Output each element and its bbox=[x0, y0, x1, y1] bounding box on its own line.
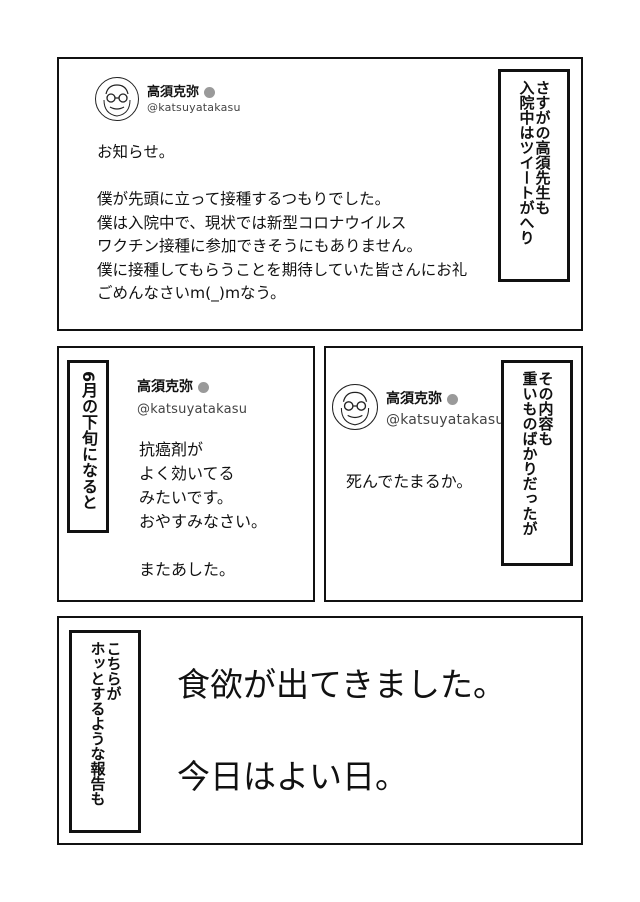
caption-line: 6月の下旬になると bbox=[79, 371, 98, 511]
panel-3: 高須克弥 @katsuyatakasu 死んでたまるか。 その内容も 重いものば… bbox=[324, 346, 583, 602]
tweet-line: みたいです。 bbox=[139, 488, 233, 507]
user-name: 高須克弥 bbox=[137, 376, 209, 396]
tweet-text: お知らせ。 僕が先頭に立って接種するつもりでした。 僕は入院中で、現状では新型コ… bbox=[97, 141, 467, 306]
face-icon bbox=[340, 391, 370, 426]
tweet-line: またあした。 bbox=[139, 560, 236, 579]
tweet-line: おやすみなさい。 bbox=[139, 512, 268, 531]
user-handle: @katsuyatakasu bbox=[147, 101, 241, 114]
user-name-text: 高須克弥 bbox=[147, 85, 200, 100]
caption-line: こちらが bbox=[104, 641, 123, 701]
badge-icon bbox=[198, 381, 209, 393]
big-text-line-2: 今日はよい日。 bbox=[177, 757, 408, 796]
caption-box: さすがの高須先生も 入院中はツイートがへり bbox=[498, 69, 570, 282]
panel-1: 高須克弥 @katsuyatakasu お知らせ。 僕が先頭に立って接種するつも… bbox=[57, 57, 583, 331]
big-text-line-1: 食欲が出てきました。 bbox=[177, 665, 507, 704]
caption-box: こちらが ホッとするような報告も bbox=[69, 630, 141, 833]
tweet-line: 僕に接種してもらうことを期待していた皆さんにお礼 bbox=[97, 260, 468, 279]
tweet-line: 抗癌剤が bbox=[139, 440, 204, 459]
tweet-text: 死んでたまるか。 bbox=[346, 470, 472, 494]
caption-line: 入院中はツイートがへり bbox=[517, 80, 536, 245]
user-name: 高須克弥 bbox=[386, 388, 458, 408]
user-name: 高須克弥 bbox=[147, 81, 216, 100]
tweet-line: よく効いてる bbox=[139, 464, 235, 483]
tweet-line: お知らせ。 bbox=[97, 143, 175, 161]
avatar bbox=[95, 77, 139, 121]
panel-4: こちらが ホッとするような報告も 食欲が出てきました。 今日はよい日。 bbox=[57, 616, 583, 845]
tweet-line: ごめんなさいm(_)mなう。 bbox=[97, 284, 286, 302]
tweet-line bbox=[97, 165, 467, 189]
user-name-text: 高須克弥 bbox=[137, 379, 193, 395]
tweet-line bbox=[139, 534, 267, 558]
tweet-line: ワクチン接種に参加できそうにもありません。 bbox=[97, 237, 423, 255]
badge-icon bbox=[447, 393, 458, 405]
user-handle: @katsuyatakasu bbox=[137, 402, 248, 417]
tweet-line: 死んでたまるか。 bbox=[346, 472, 473, 491]
caption-line: さすがの高須先生も bbox=[533, 80, 552, 215]
tweet-line: 僕が先頭に立って接種するつもりでした。 bbox=[97, 190, 391, 208]
caption-line: ホッとするような報告も bbox=[88, 641, 107, 806]
caption-box: その内容も 重いものばかりだったが bbox=[501, 360, 573, 566]
caption-line: 重いものばかりだったが bbox=[520, 371, 539, 536]
panel-2: 6月の下旬になると 高須克弥 @katsuyatakasu 抗癌剤が よく効いて… bbox=[57, 346, 315, 602]
user-handle: @katsuyatakasu bbox=[386, 412, 505, 428]
face-icon bbox=[103, 84, 131, 117]
user-name-text: 高須克弥 bbox=[386, 391, 442, 407]
badge-icon bbox=[204, 87, 216, 98]
avatar bbox=[332, 384, 378, 430]
caption-box: 6月の下旬になると bbox=[67, 360, 109, 533]
tweet-line: 僕は入院中で、現状では新型コロナウイルス bbox=[97, 213, 407, 232]
tweet-text: 抗癌剤が よく効いてる みたいです。 おやすみなさい。 またあした。 bbox=[139, 438, 267, 582]
caption-line: その内容も bbox=[536, 371, 555, 446]
